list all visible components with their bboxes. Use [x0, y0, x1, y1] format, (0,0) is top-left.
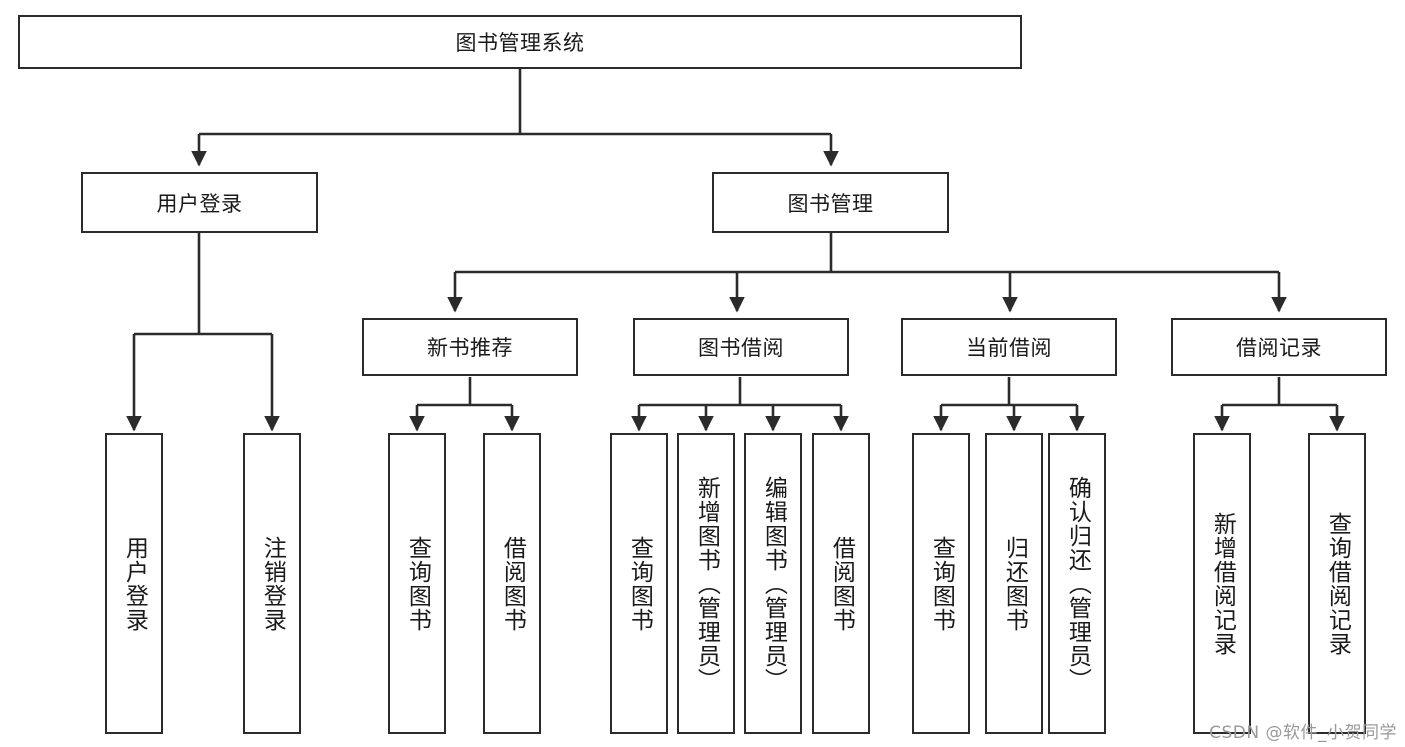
leaf-borrow-record-add-record[interactable]: 新增借阅记录 [1193, 433, 1251, 734]
leaf-current-borrow-query-book[interactable]: 查询图书 [912, 433, 970, 734]
csdn-watermark: CSDN @软件_小贺同学 [1209, 723, 1397, 743]
leaf-borrow-record-query-record[interactable]: 查询借阅记录 [1308, 433, 1366, 734]
leaf-book-borrow-edit-book-admin[interactable]: 编辑图书（管理员） [744, 433, 802, 734]
leaf-current-borrow-confirm-return-admin[interactable]: 确认归还（管理员） [1048, 433, 1106, 734]
leaf-user-login-logout[interactable]: 注销登录 [243, 433, 301, 734]
node-current-borrow[interactable]: 当前借阅 [901, 318, 1117, 376]
node-borrow-record[interactable]: 借阅记录 [1171, 318, 1387, 376]
leaf-book-borrow-borrow-book[interactable]: 借阅图书 [812, 433, 870, 734]
leaf-current-borrow-return-book[interactable]: 归还图书 [985, 433, 1043, 734]
leaf-book-borrow-add-book-admin[interactable]: 新增图书（管理员） [677, 433, 735, 734]
leaf-user-login-login[interactable]: 用户登录 [105, 433, 163, 734]
leaf-new-book-query-book[interactable]: 查询图书 [388, 433, 446, 734]
node-new-book-recommend[interactable]: 新书推荐 [362, 318, 578, 376]
node-user-login[interactable]: 用户登录 [81, 172, 318, 233]
leaf-book-borrow-query-book[interactable]: 查询图书 [610, 433, 668, 734]
node-book-management[interactable]: 图书管理 [712, 172, 949, 233]
node-book-borrow[interactable]: 图书借阅 [633, 318, 849, 376]
node-root[interactable]: 图书管理系统 [18, 15, 1022, 69]
leaf-new-book-borrow-book[interactable]: 借阅图书 [483, 433, 541, 734]
